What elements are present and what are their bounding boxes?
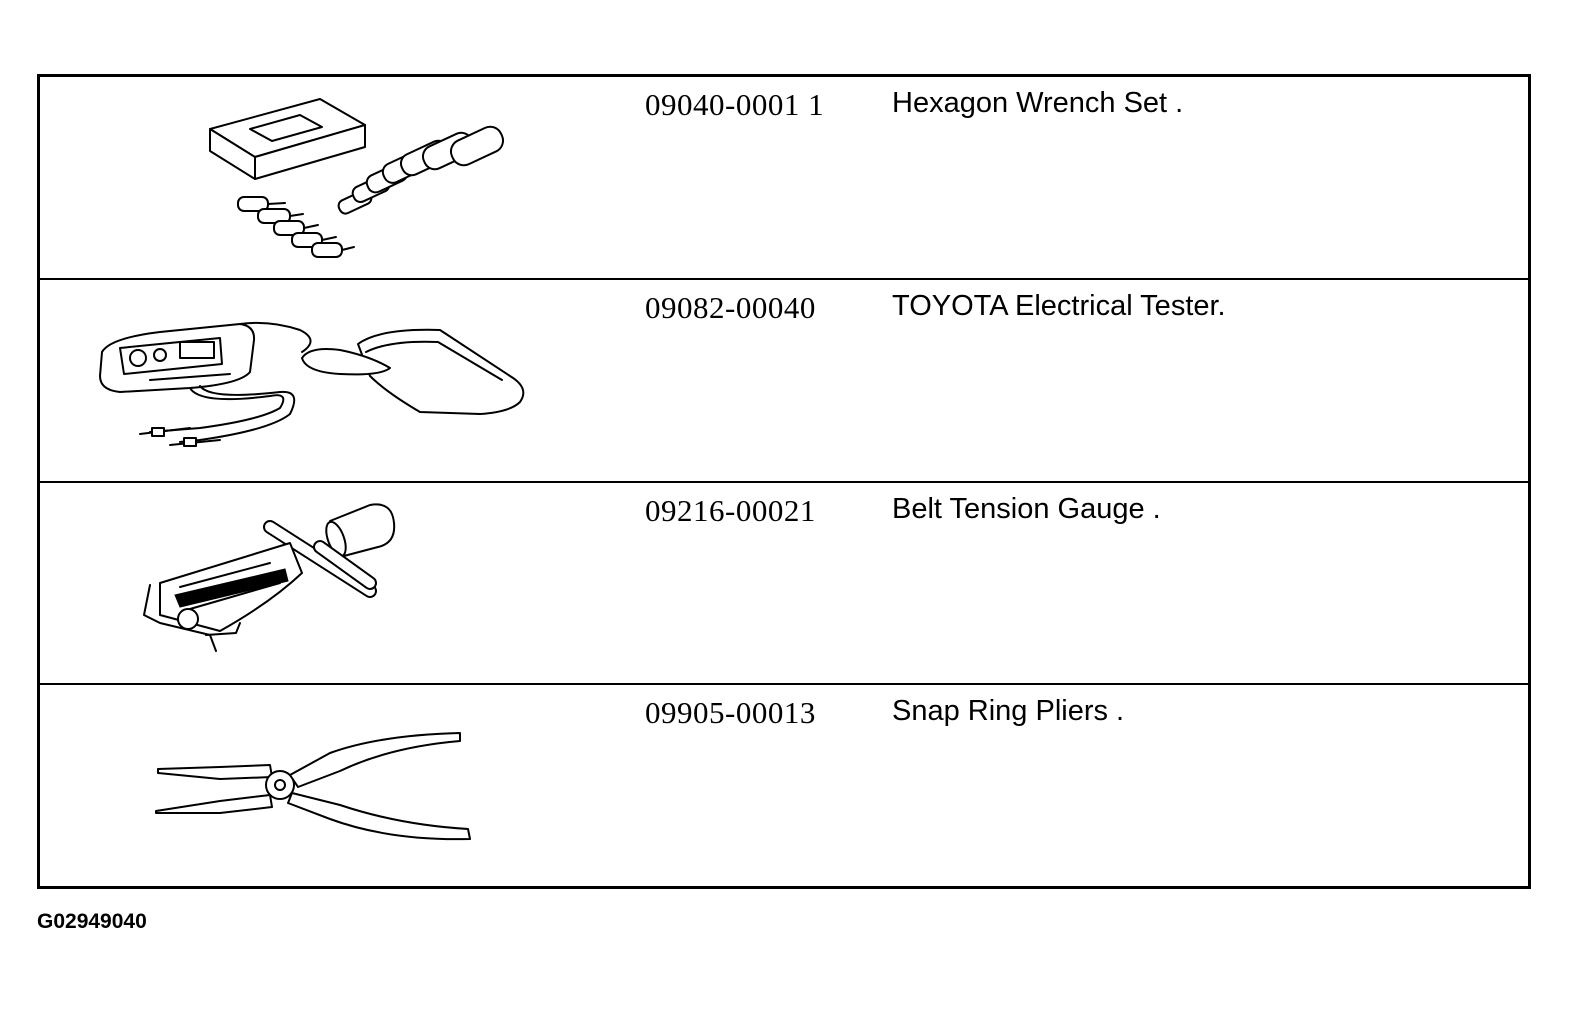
part-number: 09905-00013	[645, 695, 816, 731]
part-number: 09216-00021	[645, 492, 816, 528]
special-tools-table: 09040-0001 1 Hexagon Wrench Set .	[37, 74, 1531, 889]
tool-name: TOYOTA Electrical Tester.	[892, 289, 1226, 322]
part-number: 09040-0001 1	[645, 87, 825, 122]
tool-row: 09040-0001 1 Hexagon Wrench Set .	[40, 77, 1528, 280]
part-number: 09082-00040	[645, 289, 816, 325]
figure-id: G02949040	[37, 910, 147, 933]
tool-name: Belt Tension Gauge .	[892, 492, 1161, 525]
tool-name: Hexagon Wrench Set .	[892, 87, 1184, 119]
electrical-tester-icon	[40, 280, 640, 481]
snap-ring-pliers-icon	[40, 685, 640, 886]
tool-row: 09905-00013 Snap Ring Pliers .	[40, 685, 1528, 886]
tool-name: Snap Ring Pliers .	[892, 695, 1125, 728]
tool-row: 09216-00021 Belt Tension Gauge .	[40, 483, 1528, 686]
hexagon-wrench-set-icon	[40, 77, 640, 278]
tool-row: 09082-00040 TOYOTA Electrical Tester.	[40, 280, 1528, 483]
belt-tension-gauge-icon	[40, 483, 640, 684]
